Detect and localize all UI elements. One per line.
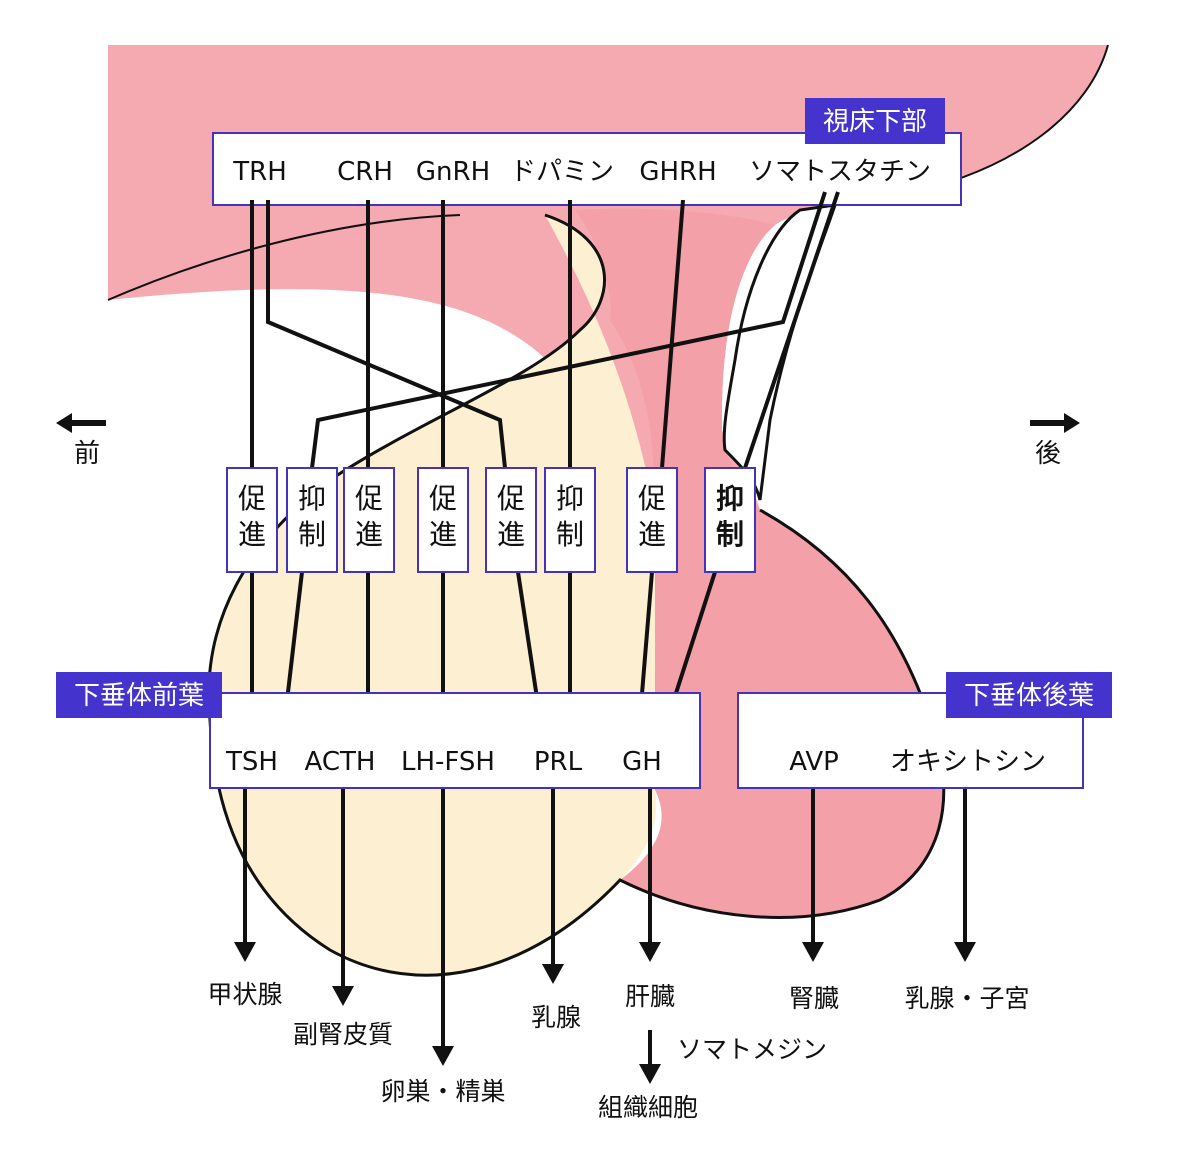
hormone-dopamine: ドパミン <box>510 157 614 187</box>
posterior-title: 下垂体後葉 <box>964 681 1094 711</box>
hormone-gnrh: GnRH <box>416 157 490 187</box>
svg-text:制: 制 <box>298 518 326 551</box>
target-mammary-uterus: 乳腺・子宮 <box>904 984 1029 1013</box>
anterior-box <box>209 692 701 789</box>
regulator-4: 促 進 <box>417 467 469 573</box>
hormone-crh: CRH <box>337 157 393 187</box>
svg-text:促: 促 <box>429 482 457 515</box>
direction-front: 前 <box>56 413 106 469</box>
svg-text:促: 促 <box>497 482 525 515</box>
hormone-somatostatin: ソマトスタチン <box>749 157 931 187</box>
svg-text:抑: 抑 <box>716 482 744 515</box>
regulator-7: 促 進 <box>626 467 678 573</box>
anterior-outline <box>207 213 946 977</box>
direction-front-label: 前 <box>74 439 100 469</box>
anterior-header <box>56 672 222 718</box>
svg-text:進: 進 <box>638 518 666 551</box>
regulator-5: 促 進 <box>485 467 537 573</box>
regulator-boxes: 促 進 抑 制 促 進 促 進 促 進 抑 制 促 <box>226 467 756 573</box>
regulator-6: 抑 制 <box>544 467 596 573</box>
hypothalamus-hormones: TRH CRH GnRH ドパミン GHRH ソマトスタチン <box>232 157 931 187</box>
target-kidney: 腎臓 <box>789 984 839 1013</box>
svg-text:進: 進 <box>238 518 266 551</box>
hormone-ghrh: GHRH <box>639 157 716 187</box>
hormone-gh: GH <box>622 747 662 777</box>
hormone-avp: AVP <box>789 747 839 777</box>
regulator-1: 促 進 <box>226 467 278 573</box>
hormone-acth: ACTH <box>305 747 376 777</box>
target-liver: 肝臓 <box>625 982 675 1011</box>
target-mammary: 乳腺 <box>531 1003 581 1032</box>
hormone-oxytocin: オキシトシン <box>890 747 1046 777</box>
hypothalamus-title: 視床下部 <box>823 107 927 137</box>
regulator-3: 促 進 <box>343 467 395 573</box>
svg-text:進: 進 <box>429 518 457 551</box>
hypothalamus-header <box>805 98 945 144</box>
hormone-lh-fsh: LH-FSH <box>401 747 495 777</box>
target-adrenal-cortex: 副腎皮質 <box>293 1020 393 1049</box>
svg-text:制: 制 <box>716 518 744 551</box>
posterior-header <box>946 672 1112 718</box>
direction-back: 後 <box>1030 413 1080 469</box>
svg-text:促: 促 <box>638 482 666 515</box>
somatomedin-label: ソマトメジン <box>677 1035 827 1064</box>
anterior-hormones: TSH ACTH LH-FSH PRL GH <box>225 747 662 777</box>
posterior-hormones: AVP オキシトシン <box>789 747 1046 777</box>
svg-text:抑: 抑 <box>556 482 584 515</box>
hormone-tsh: TSH <box>225 747 278 777</box>
svg-text:促: 促 <box>238 482 266 515</box>
svg-text:進: 進 <box>497 518 525 551</box>
svg-text:制: 制 <box>556 518 584 551</box>
svg-text:促: 促 <box>355 482 383 515</box>
target-gonads: 卵巣・精巣 <box>380 1077 505 1106</box>
anterior-lobe <box>208 215 657 976</box>
hormone-prl: PRL <box>534 747 583 777</box>
svg-text:抑: 抑 <box>298 482 326 515</box>
direction-back-label: 後 <box>1035 439 1061 469</box>
target-organs: 甲状腺 副腎皮質 卵巣・精巣 乳腺 肝臓 腎臓 乳腺・子宮 ソマトメジン 組織細… <box>207 980 1029 1122</box>
target-thyroid: 甲状腺 <box>207 980 282 1009</box>
hormone-trh: TRH <box>232 157 287 187</box>
target-tissue-cells: 組織細胞 <box>598 1093 698 1122</box>
regulator-2: 抑 制 <box>286 467 338 573</box>
regulator-8-emphasis: 抑 制 <box>704 467 756 573</box>
svg-text:進: 進 <box>355 518 383 551</box>
anterior-title: 下垂体前葉 <box>74 681 204 711</box>
